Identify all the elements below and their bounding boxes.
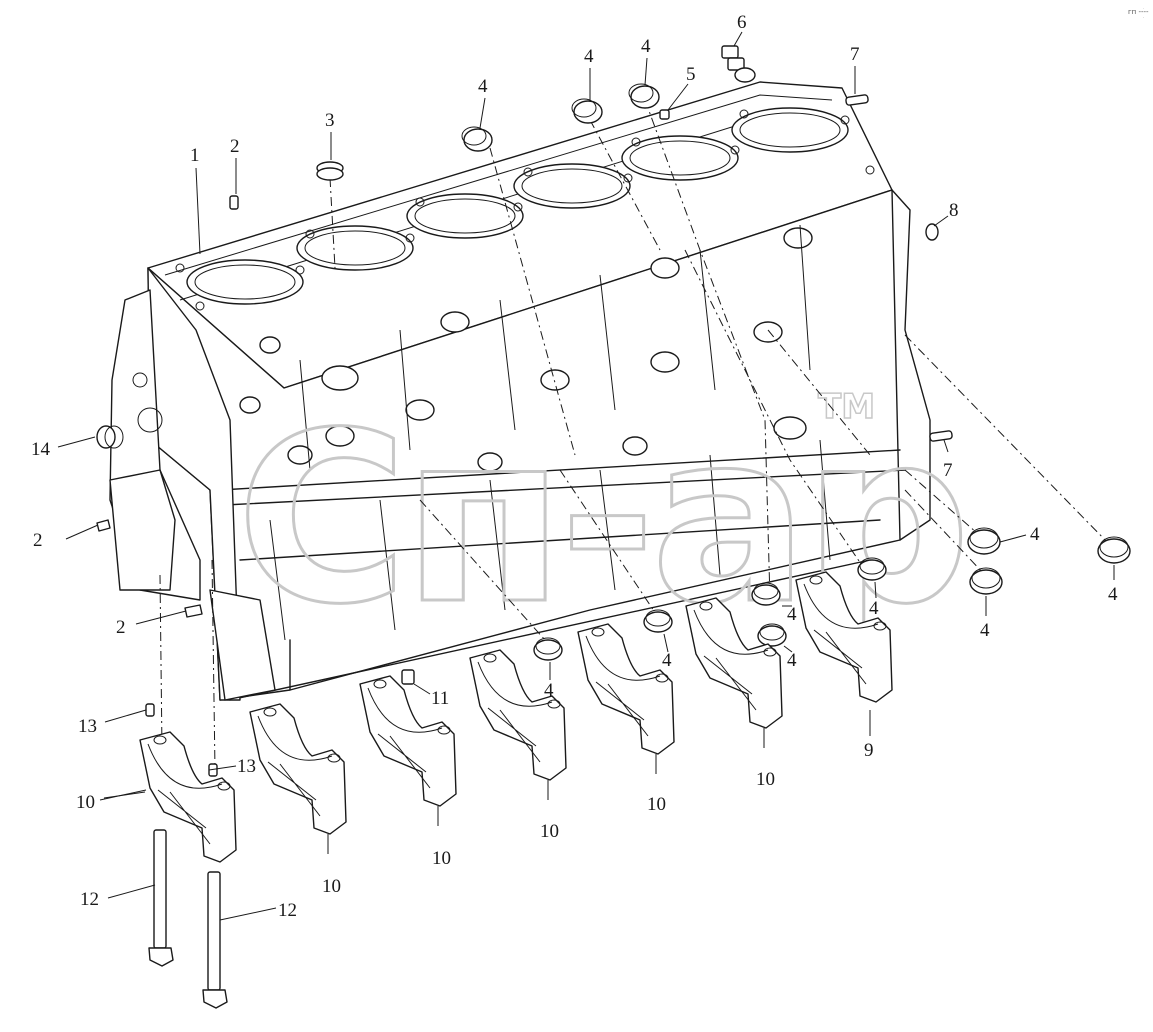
dowel-pin-left-upper: [96, 519, 111, 532]
expansion-plug-top-3: [628, 83, 660, 109]
callout-1: 1: [190, 145, 200, 166]
callout-10: 10: [647, 794, 666, 815]
cap-dowel-1: [145, 703, 155, 717]
expansion-plug-far-right: [1097, 536, 1131, 564]
callout-2: 2: [33, 530, 43, 551]
corner-mark: гп ----: [1128, 8, 1149, 16]
callout-10: 10: [1143, 17, 1145, 19]
bearing-cap: [359, 675, 457, 826]
pin-right: [929, 430, 953, 442]
main-bearing-bolt-2: [202, 871, 228, 1009]
callout-4: 4: [1108, 584, 1118, 605]
pin-top-right: [845, 94, 869, 106]
callout-4: 4: [1030, 524, 1040, 545]
screw-plug: [659, 109, 670, 120]
oil-jet-bolt: [401, 669, 415, 685]
expansion-plug-lower-2: [643, 609, 673, 633]
cylinder-block: [109, 81, 931, 701]
callout-12: 12: [278, 900, 297, 921]
callout-2: 2: [116, 617, 126, 638]
callout-4: 4: [478, 76, 488, 97]
block-ribs: [269, 224, 831, 641]
callout-9: 9: [864, 740, 874, 761]
bearing-cap: [103, 731, 237, 863]
assembly-center-lines: [159, 99, 1111, 771]
callout-4: 4: [869, 598, 879, 619]
sensor-fitting: [721, 45, 756, 83]
bearing-cap-rear: [795, 571, 893, 703]
dowel-pin-left-lower: [184, 604, 203, 618]
cylinder-bores: [186, 107, 849, 305]
callout-10: 10: [540, 821, 559, 842]
expansion-plug-right-2: [969, 567, 1003, 595]
callout-11: 11: [431, 688, 449, 709]
callout-13: 13: [78, 716, 97, 737]
callout-4: 4: [787, 650, 797, 671]
callout-6: 6: [737, 12, 747, 33]
callout-2: 2: [230, 136, 240, 157]
callout-labels: 1 2 2 2 3 4 4 4 4 4 4 4 4 4 4 4 4 5 6 7 …: [31, 8, 1145, 921]
bearing-cap: [469, 649, 567, 800]
callout-10: 10: [432, 848, 451, 869]
callout-10: 10: [756, 769, 775, 790]
callout-3: 3: [325, 110, 335, 131]
expansion-plug-right-1: [967, 527, 1001, 555]
callout-10: 10: [322, 876, 341, 897]
deck-bolt-holes: [175, 109, 875, 311]
callout-7: 7: [943, 460, 953, 481]
expansion-plug-lower-5: [857, 557, 887, 581]
bushing: [96, 425, 124, 449]
callout-12: 12: [80, 889, 99, 910]
sealing-ring: [316, 161, 344, 181]
callout-4: 4: [544, 680, 554, 701]
bearing-cap: [685, 597, 783, 748]
callout-5: 5: [686, 64, 696, 85]
callout-4: 4: [662, 650, 672, 671]
callout-14: 14: [31, 439, 51, 460]
expansion-plug-top-1: [461, 126, 493, 152]
small-plug: [925, 223, 939, 241]
callout-8: 8: [949, 200, 959, 221]
main-bearing-bolt-1: [148, 829, 174, 967]
bearing-cap: [249, 703, 347, 854]
callout-4: 4: [584, 46, 594, 67]
leader-lines: [57, 31, 1115, 921]
callout-4: 4: [980, 620, 990, 641]
callout-4: 4: [787, 604, 797, 625]
watermark-trademark: TM: [818, 387, 875, 427]
callout-4: 4: [641, 36, 651, 57]
expansion-plug-top-2: [571, 98, 603, 124]
expansion-plug-lower-3: [751, 582, 781, 606]
bearing-cap: [577, 623, 675, 774]
block-side-bosses: [239, 227, 813, 472]
main-bearing-caps: [103, 571, 893, 863]
watermark: Сп-ар TM: [235, 382, 973, 658]
dowel-pin-top: [229, 195, 239, 210]
expansion-plug-lower-1: [533, 637, 563, 661]
callout-7: 7: [850, 44, 860, 65]
callout-13: 13: [237, 756, 256, 777]
callout-10: 10: [76, 792, 95, 813]
expansion-plug-lower-4: [757, 623, 787, 647]
